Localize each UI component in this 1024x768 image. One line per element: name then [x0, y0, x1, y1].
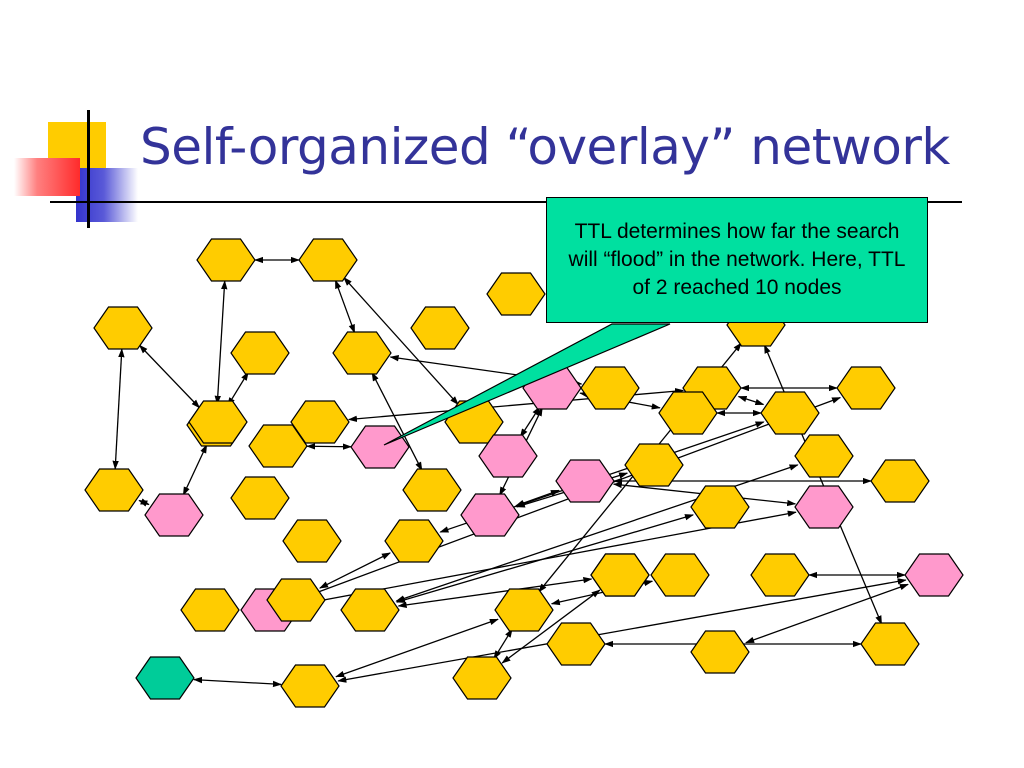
node-n28-default — [760, 391, 820, 435]
node-n15-default — [84, 468, 144, 512]
node-n38-default — [650, 553, 710, 597]
node-n39-default — [750, 553, 810, 597]
edge-n40-n43 — [493, 628, 513, 660]
node-n21-default — [580, 366, 640, 410]
edge-n15-n16 — [138, 498, 150, 507]
node-n25-default — [690, 485, 750, 529]
node-n31-default — [870, 459, 930, 503]
node-n24-reached — [555, 459, 615, 503]
node-n46-origin — [135, 656, 195, 700]
node-n44-default — [690, 630, 750, 674]
node-n17-default — [230, 476, 290, 520]
node-n14-default — [402, 468, 462, 512]
node-n7-default — [410, 306, 470, 350]
deco-vertical-line — [87, 110, 90, 228]
deco-square-red — [14, 158, 80, 196]
node-n43-default — [452, 656, 512, 700]
node-n33-default — [384, 519, 444, 563]
edge-n1-n3 — [138, 344, 201, 409]
node-n2-default — [196, 238, 256, 282]
edge-n1-n4 — [227, 371, 249, 407]
node-n32-default — [282, 519, 342, 563]
node-n23-default — [624, 443, 684, 487]
edge-n33-n50 — [319, 552, 391, 589]
edge-n43-n49 — [501, 589, 601, 664]
node-n18-reached — [460, 493, 520, 537]
node-n45-default — [860, 622, 920, 666]
callout-box: TTL determines how far the search will “… — [546, 197, 928, 323]
node-n19-reached — [478, 434, 538, 478]
edge-n1-n2 — [214, 280, 228, 405]
deco-horizontal-line — [50, 201, 962, 203]
node-n34-default — [180, 588, 240, 632]
slide-title: Self-organized “overlay” network — [140, 118, 950, 176]
node-n16-reached — [144, 493, 204, 537]
node-n29-default — [836, 366, 896, 410]
edge-n5-n8 — [334, 279, 356, 334]
node-n42-reached — [904, 553, 964, 597]
node-n30-reached — [794, 485, 854, 529]
node-n50-default — [266, 578, 326, 622]
node-n41-default — [546, 622, 606, 666]
deco-square-blue — [76, 168, 138, 222]
edge-n22-n28 — [737, 395, 765, 406]
node-n40-default — [494, 588, 554, 632]
edge-n3-n15 — [112, 348, 125, 470]
callout-pointer — [383, 323, 671, 446]
node-n26-default — [794, 434, 854, 478]
node-n11-default — [290, 400, 350, 444]
edge-n1-n16 — [182, 444, 208, 496]
node-n5-default — [298, 238, 358, 282]
edge-n18-n24 — [515, 489, 560, 507]
node-n36-default — [340, 588, 400, 632]
node-n47-default — [280, 664, 340, 708]
node-n49-default — [590, 553, 650, 597]
node-n8-default — [332, 331, 392, 375]
edge-n46-n47 — [193, 676, 282, 688]
node-n9-default — [248, 424, 308, 468]
node-n4-default — [230, 331, 290, 375]
node-n3-default — [93, 306, 153, 350]
callout-text: TTL determines how far the search will “… — [568, 220, 906, 299]
node-n6-default — [486, 272, 546, 316]
node-n12-reached — [350, 425, 410, 469]
node-n10-default — [188, 400, 248, 444]
node-n27-default — [658, 391, 718, 435]
nodes-layer — [84, 238, 964, 708]
